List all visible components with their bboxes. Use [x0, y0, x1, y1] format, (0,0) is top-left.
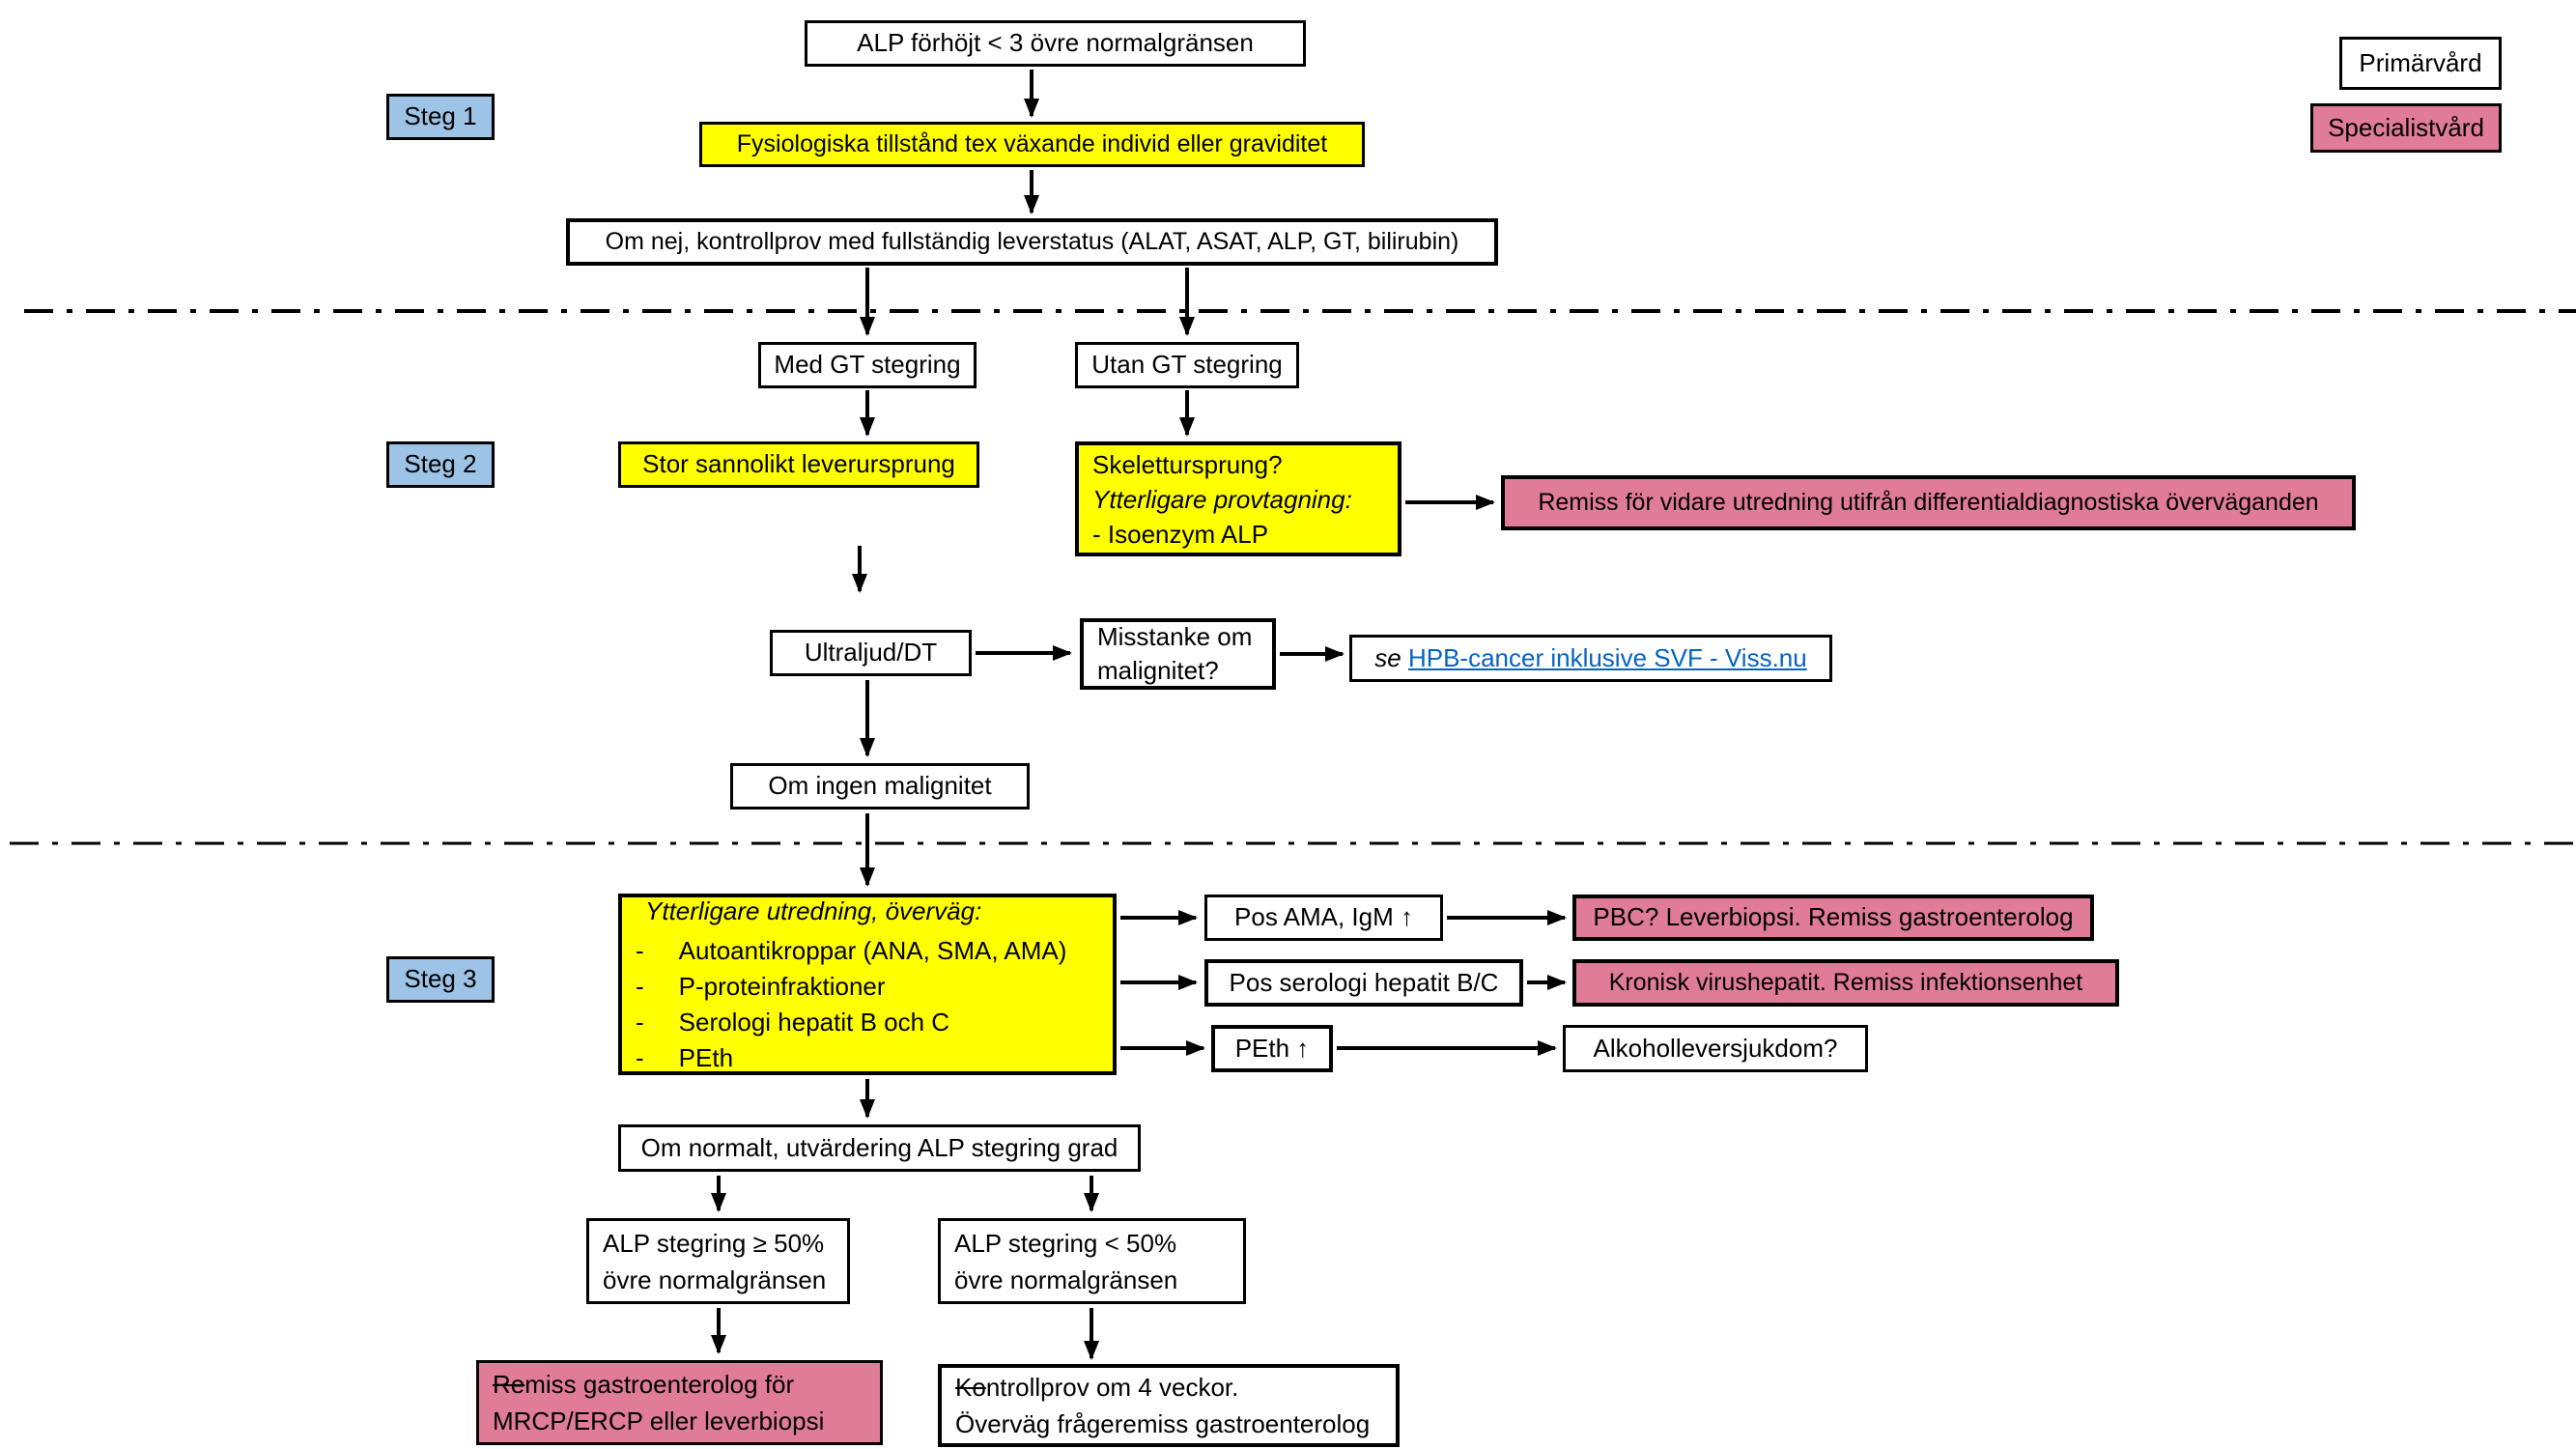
skelettursprung-line3: - Isoenzym ALP: [1092, 519, 1269, 549]
alp-ge-line2: övre normalgränsen: [603, 1264, 827, 1294]
bullet-dash: -: [636, 935, 644, 965]
remiss-gastro-strike: Re: [493, 1370, 525, 1399]
box-skelettursprung: Skelettursprung? Ytterligare provtagning…: [1075, 441, 1401, 556]
se-prefix: se: [1374, 642, 1401, 672]
misstanke-line1: Misstanke om: [1097, 622, 1253, 651]
box-kontrollprov-4-veckor: Kontrollprov om 4 veckor. Överväg fråger…: [938, 1364, 1400, 1447]
bullet-dash: -: [636, 971, 644, 1001]
box-remiss-gastroenterolog-mrcp: Remiss gastroenterolog för MRCP/ERCP ell…: [476, 1360, 883, 1445]
ytterligare-item: - P-proteinfraktioner: [636, 969, 886, 1005]
misstanke-line2: malignitet?: [1097, 656, 1219, 685]
bullet-dash: -: [636, 1007, 644, 1037]
remiss-gastro-rest: miss gastroenterolog för: [524, 1370, 795, 1399]
skelettursprung-line2: Ytterligare provtagning:: [1092, 484, 1352, 514]
box-alp-stegring-under-50: ALP stegring < 50% övre normalgränsen: [938, 1218, 1246, 1304]
box-om-nej-kontrollprov: Om nej, kontrollprov med fullständig lev…: [566, 218, 1498, 266]
box-om-normalt-utvardering: Om normalt, utvärdering ALP stegring gra…: [618, 1124, 1141, 1172]
box-utan-gt-stegring: Utan GT stegring: [1075, 342, 1299, 388]
box-kronisk-virushepatit: Kronisk virushepatit. Remiss infektionse…: [1572, 959, 2119, 1007]
box-alkoholleversjukdom: Alkoholleversjukdom?: [1563, 1025, 1868, 1072]
ytterligare-item-text: PEth: [678, 1042, 734, 1072]
box-ultraljud-dt: Ultraljud/DT: [770, 630, 972, 676]
skelettursprung-line1: Skelettursprung?: [1092, 449, 1283, 479]
ytterligare-item: - PEth: [636, 1040, 733, 1076]
box-alp-forhojt: ALP förhöjt < 3 övre normalgränsen: [805, 20, 1306, 67]
remiss-gastro-line1: Remiss gastroenterolog för: [493, 1366, 794, 1403]
ytterligare-item-text: Serologi hepatit B och C: [678, 1007, 950, 1037]
hpb-cancer-link[interactable]: HPB-cancer inklusive SVF - Viss.nu: [1407, 642, 1807, 672]
box-pos-ama-igm: Pos AMA, IgM ↑: [1204, 895, 1443, 941]
box-hpb-cancer-referens: se HPB-cancer inklusive SVF - Viss.nu: [1349, 635, 1832, 682]
kontrollprov-line1: Kontrollprov om 4 veckor.: [955, 1369, 1238, 1406]
label-steg-3: Steg 3: [386, 956, 495, 1003]
box-pbc-leverbiopsi: PBC? Leverbiopsi. Remiss gastroenterolog: [1572, 895, 2094, 941]
label-steg-1: Steg 1: [386, 94, 495, 140]
box-med-gt-stegring: Med GT stegring: [758, 342, 977, 388]
box-peth-hog: PEth ↑: [1211, 1025, 1333, 1072]
remiss-gastro-line2: MRCP/ERCP eller leverbiopsi: [493, 1406, 825, 1435]
box-remiss-vidare-utredning: Remiss för vidare utredning utifrån diff…: [1501, 475, 2356, 530]
ytterligare-header: Ytterligare utredning, överväg:: [645, 895, 982, 925]
ytterligare-item-text: Autoantikroppar (ANA, SMA, AMA): [678, 935, 1067, 965]
box-om-ingen-malignitet: Om ingen malignitet: [730, 763, 1030, 810]
box-pos-serologi-hepatit: Pos serologi hepatit B/C: [1204, 959, 1523, 1007]
ytterligare-item-text: P-proteinfraktioner: [678, 971, 886, 1001]
alp-ge-line1: ALP stegring ≥ 50%: [603, 1228, 825, 1258]
box-fysiologiska-tillstand: Fysiologiska tillstånd tex växande indiv…: [699, 122, 1365, 167]
box-stor-sannolikt-leverursprung: Stor sannolikt leverursprung: [618, 441, 979, 488]
kontrollprov-rest: ntrollprov om 4 veckor.: [985, 1373, 1239, 1402]
kontrollprov-line2: Överväg frågeremiss gastroenterolog: [955, 1409, 1371, 1438]
alp-lt-line1: ALP stegring < 50%: [954, 1228, 1177, 1258]
label-steg-2: Steg 2: [386, 441, 495, 488]
kontrollprov-strike: Ko: [955, 1373, 986, 1402]
ytterligare-item: - Serologi hepatit B och C: [636, 1005, 949, 1040]
legend-primarvard: Primärvård: [2339, 37, 2502, 90]
legend-specialistvard: Specialistvård: [2310, 103, 2502, 153]
box-alp-stegring-over-50: ALP stegring ≥ 50% övre normalgränsen: [586, 1218, 850, 1304]
box-misstanke-malignitet: Misstanke om malignitet?: [1080, 618, 1276, 690]
box-ytterligare-utredning: Ytterligare utredning, överväg: - Autoant…: [618, 894, 1117, 1075]
alp-lt-line2: övre normalgränsen: [954, 1264, 1178, 1294]
bullet-dash: -: [636, 1042, 644, 1072]
ytterligare-item: - Autoantikroppar (ANA, SMA, AMA): [636, 933, 1066, 969]
